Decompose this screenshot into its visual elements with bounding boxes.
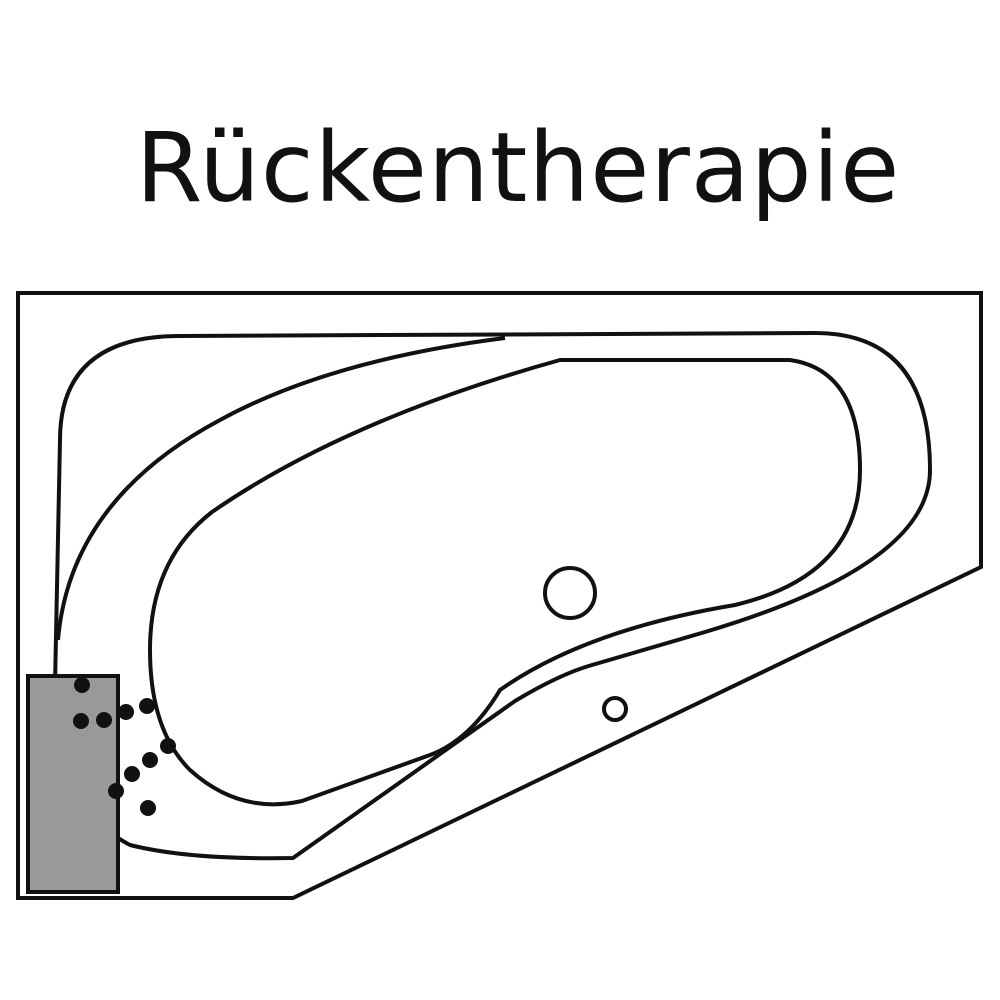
jet-dot [96, 712, 112, 728]
diagram-title: Rückentherapie [135, 112, 901, 224]
jet-dot [74, 677, 90, 693]
jet-dot [118, 704, 134, 720]
jet-dot [73, 713, 89, 729]
jet-dot [139, 698, 155, 714]
jet-dot [124, 766, 140, 782]
jet-dot [140, 800, 156, 816]
massage-jets [73, 677, 176, 816]
jet-dot [142, 752, 158, 768]
tub-basin [147, 358, 863, 807]
tub-contour-line [56, 336, 506, 641]
overflow-icon [602, 696, 628, 722]
back-therapy-panel [26, 674, 120, 894]
jet-dot [130, 772, 132, 774]
tub-outer-frame [16, 291, 983, 900]
tub-rim-edge [52, 330, 933, 861]
drain-icon [543, 566, 597, 620]
jet-dot [108, 783, 124, 799]
jet-dot [160, 738, 176, 754]
